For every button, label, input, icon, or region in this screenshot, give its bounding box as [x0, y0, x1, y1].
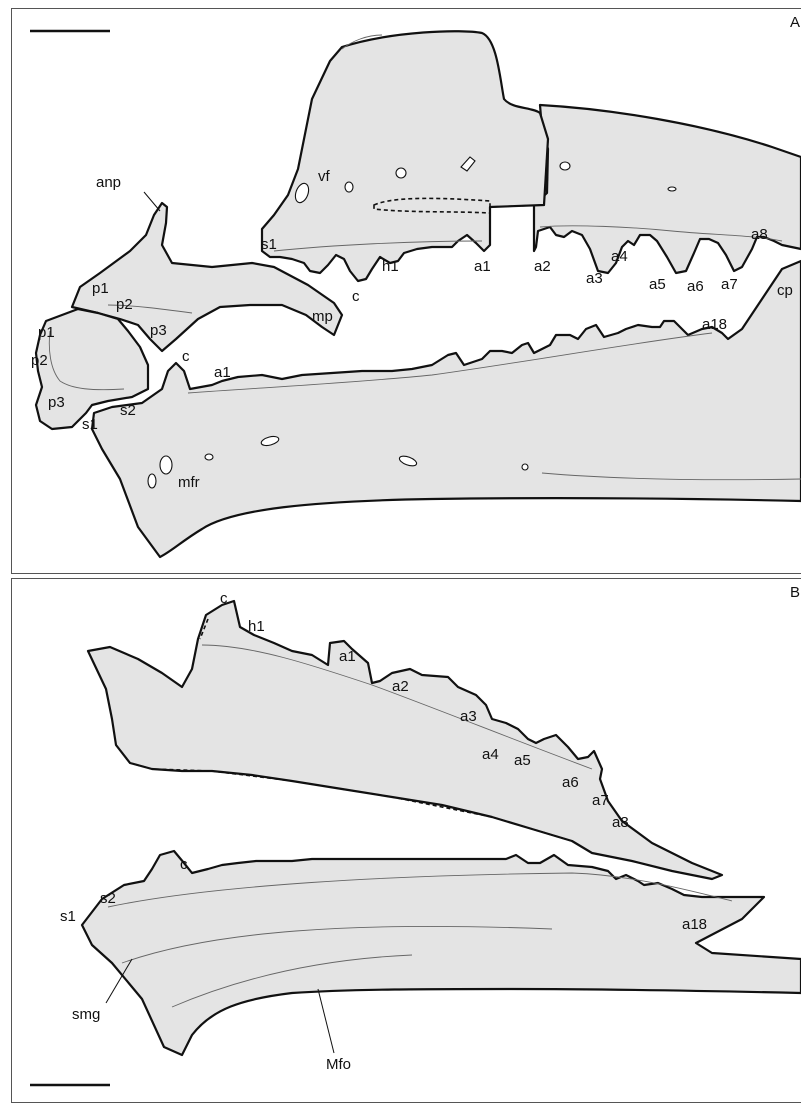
label-mfr: mfr: [178, 474, 200, 491]
maxilla-foramen-1: [560, 162, 570, 170]
label-c-lower-b: c: [180, 856, 188, 873]
label-p1-premaxilla: p1: [92, 280, 109, 297]
label-a7-upper: a7: [721, 276, 738, 293]
label-p2-lower: p2: [31, 352, 48, 369]
label-a2-upper-b: a2: [392, 678, 409, 695]
label-smg: smg: [72, 1006, 100, 1023]
label-a2-upper: a2: [534, 258, 551, 275]
mental-foramen-1: [160, 456, 172, 474]
panel-letter-b: B: [790, 584, 800, 601]
label-c-upper: c: [352, 288, 360, 305]
label-a8-upper: a8: [751, 226, 768, 243]
label-s1-lower-b: s1: [60, 908, 76, 925]
label-mp: mp: [312, 308, 333, 325]
panel-a: A an: [11, 8, 801, 574]
label-h1-upper-b: h1: [248, 618, 265, 635]
label-p1-lower: p1: [38, 324, 55, 341]
label-a5-upper: a5: [649, 276, 666, 293]
foramen-small-1: [345, 182, 353, 192]
maxilla-anterior: [262, 31, 548, 281]
label-mfo: Mfo: [326, 1056, 351, 1073]
anp-leader-line: [144, 192, 160, 211]
label-vf: vf: [318, 168, 331, 185]
label-a3-upper-b: a3: [460, 708, 477, 725]
label-p2-premaxilla: p2: [116, 296, 133, 313]
panel-b-drawing: B c h1 a1 a2 a3 a4 a5 a6 a7 a8 c s1 s2 a…: [12, 579, 801, 1104]
label-a6-upper-b: a6: [562, 774, 579, 791]
label-a8-upper-b: a8: [612, 814, 629, 831]
label-a1-upper-b: a1: [339, 648, 356, 665]
mfo-leader-line: [318, 989, 334, 1053]
label-s1-lower: s1: [82, 416, 98, 433]
label-a7-upper-b: a7: [592, 792, 609, 809]
maxilla-foramen-2: [668, 187, 676, 191]
label-a4-upper-b: a4: [482, 746, 499, 763]
label-s1-upper: s1: [261, 236, 277, 253]
label-s2-lower-b: s2: [100, 890, 116, 907]
mental-foramen-2: [148, 474, 156, 488]
label-a6-upper: a6: [687, 278, 704, 295]
panel-b: B c h1 a1 a2 a3 a4 a5 a6 a7 a8 c s1 s2 a…: [11, 578, 801, 1103]
label-a18-lower: a18: [702, 316, 727, 333]
label-p3-premaxilla: p3: [150, 322, 167, 339]
label-a1-lower: a1: [214, 364, 231, 381]
panel-letter-a: A: [790, 14, 800, 31]
label-a1-upper: a1: [474, 258, 491, 275]
label-a3-upper: a3: [586, 270, 603, 287]
dentary-medial: [82, 851, 801, 1055]
label-anp: anp: [96, 174, 121, 191]
label-a5-upper-b: a5: [514, 752, 531, 769]
foramen-dentary-4: [522, 464, 528, 470]
label-a18-lower-b: a18: [682, 916, 707, 933]
foramen-small-2: [396, 168, 406, 178]
foramen-dentary-2: [205, 454, 213, 460]
label-cp: cp: [777, 282, 793, 299]
label-s2-lower: s2: [120, 402, 136, 419]
label-c-lower: c: [182, 348, 190, 365]
label-a4-upper: a4: [611, 248, 628, 265]
maxilla-medial: [88, 601, 722, 879]
label-c-upper-b: c: [220, 590, 228, 607]
label-h1-upper: h1: [382, 258, 399, 275]
label-p3-lower: p3: [48, 394, 65, 411]
panel-a-drawing: A an: [12, 9, 801, 575]
